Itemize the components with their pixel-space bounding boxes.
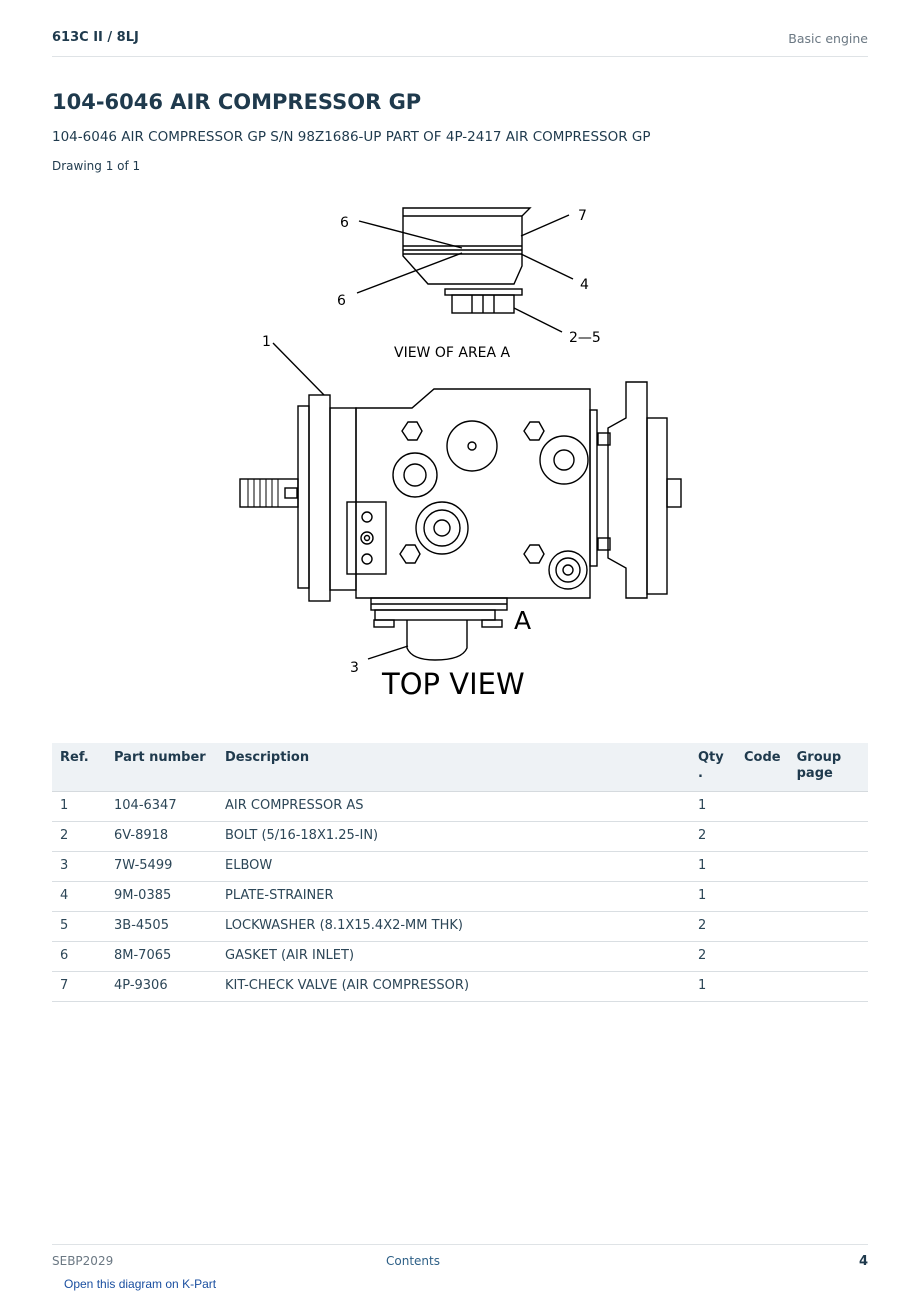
table-row: 1 104-6347 AIR COMPRESSOR AS 1 <box>52 791 868 822</box>
cell-ref: 6 <box>52 941 106 972</box>
cell-description: ELBOW <box>217 851 690 882</box>
detail-view-area-a <box>356 207 574 333</box>
col-code: Code <box>736 743 789 792</box>
table-row: 6 8M-7065 GASKET (AIR INLET) 2 <box>52 941 868 972</box>
air-compressor-drawing: 6 6 7 4 2—5 1 3 VIEW OF AREA A A TOP VIE… <box>239 207 682 701</box>
cell-description: GASKET (AIR INLET) <box>217 941 690 972</box>
table-row: 3 7W-5499 ELBOW 1 <box>52 851 868 882</box>
model-label: 613C II / 8LJ <box>52 30 139 45</box>
cell-description: PLATE-STRAINER <box>217 881 690 912</box>
cell-qty: 2 <box>690 941 736 972</box>
page-header: 613C II / 8LJ Basic engine <box>52 26 868 57</box>
callout-6-lower: 6 <box>337 293 346 309</box>
callout-7: 7 <box>578 208 587 224</box>
cell-description: BOLT (5/16-18X1.25-IN) <box>217 821 690 852</box>
cell-part-number: 104-6347 <box>106 791 217 822</box>
cell-part-number: 7W-5499 <box>106 851 217 882</box>
table-row: 7 4P-9306 KIT-CHECK VALVE (AIR COMPRESSO… <box>52 971 868 1002</box>
cell-description: KIT-CHECK VALVE (AIR COMPRESSOR) <box>217 971 690 1002</box>
cell-group-page <box>788 821 868 852</box>
page-footer: SEBP2029 Contents 4 <box>52 1244 868 1275</box>
cell-group-page <box>788 851 868 882</box>
cell-code <box>736 971 789 1002</box>
cell-part-number: 3B-4505 <box>106 911 217 942</box>
cell-qty: 2 <box>690 821 736 852</box>
callout-6-upper: 6 <box>340 215 349 231</box>
cell-group-page <box>788 971 868 1002</box>
contents-link[interactable]: Contents <box>386 1254 440 1268</box>
cell-ref: 4 <box>52 881 106 912</box>
cell-code <box>736 881 789 912</box>
drawing-counter: Drawing 1 of 1 <box>52 159 141 173</box>
cell-code <box>736 821 789 852</box>
section-label: Basic engine <box>788 31 868 46</box>
cell-code <box>736 911 789 942</box>
parts-table: Ref. Part number Description Qty . Code … <box>52 743 868 1002</box>
cell-code <box>736 941 789 972</box>
table-row: 2 6V-8918 BOLT (5/16-18X1.25-IN) 2 <box>52 821 868 852</box>
table-row: 5 3B-4505 LOCKWASHER (8.1X15.4X2-MM THK)… <box>52 911 868 942</box>
callout-4: 4 <box>580 277 589 293</box>
cell-ref: 7 <box>52 971 106 1002</box>
cell-group-page <box>788 881 868 912</box>
page-subtitle: 104-6046 AIR COMPRESSOR GP S/N 98Z1686-U… <box>52 129 651 145</box>
cell-part-number: 9M-0385 <box>106 881 217 912</box>
page-title: 104-6046 AIR COMPRESSOR GP <box>52 90 422 114</box>
col-part-number: Part number <box>106 743 217 792</box>
callout-3: 3 <box>350 660 359 676</box>
cell-ref: 3 <box>52 851 106 882</box>
page-number: 4 <box>858 1254 868 1269</box>
cell-part-number: 6V-8918 <box>106 821 217 852</box>
col-group-page: Group page <box>788 743 868 792</box>
document-id: SEBP2029 <box>52 1254 114 1268</box>
cell-qty: 2 <box>690 911 736 942</box>
open-on-kpart-link[interactable]: Open this diagram on K-Part <box>64 1277 217 1291</box>
cell-code <box>736 791 789 822</box>
cell-ref: 1 <box>52 791 106 822</box>
parts-diagram: 6 6 7 4 2—5 1 3 VIEW OF AREA A A TOP VIE… <box>52 196 868 706</box>
cell-code <box>736 851 789 882</box>
top-view-label: TOP VIEW <box>381 667 525 701</box>
cell-description: LOCKWASHER (8.1X15.4X2-MM THK) <box>217 911 690 942</box>
cell-qty: 1 <box>690 971 736 1002</box>
cell-group-page <box>788 791 868 822</box>
cell-group-page <box>788 941 868 972</box>
table-row: 4 9M-0385 PLATE-STRAINER 1 <box>52 881 868 912</box>
col-qty: Qty . <box>690 743 736 792</box>
cell-description: AIR COMPRESSOR AS <box>217 791 690 822</box>
top-view <box>239 342 682 661</box>
view-of-area-label: VIEW OF AREA A <box>394 345 511 361</box>
cell-qty: 1 <box>690 881 736 912</box>
callout-2-5: 2—5 <box>569 330 601 346</box>
cell-qty: 1 <box>690 791 736 822</box>
cell-part-number: 8M-7065 <box>106 941 217 972</box>
callout-1: 1 <box>262 334 271 350</box>
area-marker: A <box>514 606 531 635</box>
cell-group-page <box>788 911 868 942</box>
cell-part-number: 4P-9306 <box>106 971 217 1002</box>
cell-ref: 5 <box>52 911 106 942</box>
col-ref: Ref. <box>52 743 106 792</box>
cell-ref: 2 <box>52 821 106 852</box>
col-description: Description <box>217 743 690 792</box>
cell-qty: 1 <box>690 851 736 882</box>
table-header-row: Ref. Part number Description Qty . Code … <box>52 743 868 792</box>
